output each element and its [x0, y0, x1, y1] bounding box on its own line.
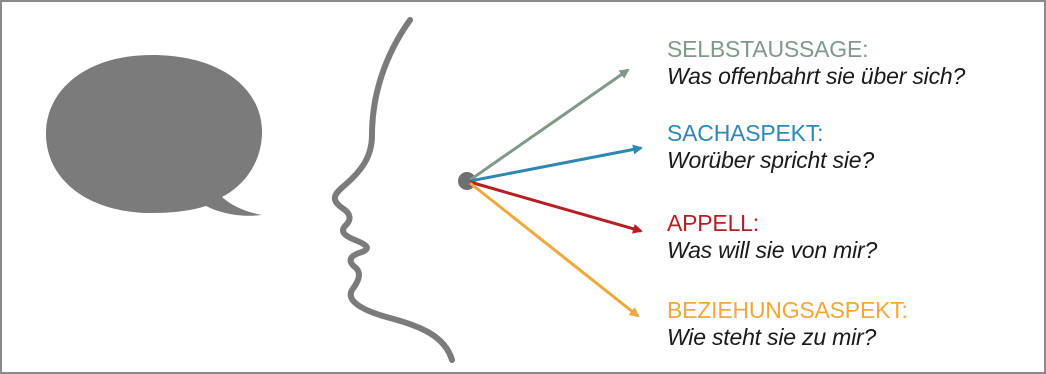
aspect-appell: APPELL: Was will sie von mir?: [667, 210, 877, 264]
arrow-selbstaussage: [470, 70, 628, 180]
aspect-question: Wie steht sie zu mir?: [667, 324, 908, 351]
head-profile-silhouette: [335, 20, 452, 360]
aspect-question: Worüber spricht sie?: [667, 147, 874, 174]
aspect-sachaspekt: SACHASPEKT: Worüber spricht sie?: [667, 120, 874, 174]
aspect-question: Was offenbahrt sie über sich?: [667, 63, 965, 90]
aspect-title: SELBSTAUSSAGE:: [667, 36, 965, 63]
aspect-title: BEZIEHUNGSASPEKT:: [667, 297, 908, 324]
arrow-appell: [470, 182, 641, 231]
aspect-beziehungsaspekt: BEZIEHUNGSASPEKT: Wie steht sie zu mir?: [667, 297, 908, 351]
aspect-selbstaussage: SELBSTAUSSAGE: Was offenbahrt sie über s…: [667, 36, 965, 90]
arrow-sachaspekt: [470, 148, 641, 181]
aspect-title: SACHASPEKT:: [667, 120, 874, 147]
aspect-question: Was will sie von mir?: [667, 237, 877, 264]
speech-bubble-icon: [46, 55, 262, 216]
aspect-title: APPELL:: [667, 210, 877, 237]
arrow-beziehungsaspekt: [470, 183, 638, 316]
